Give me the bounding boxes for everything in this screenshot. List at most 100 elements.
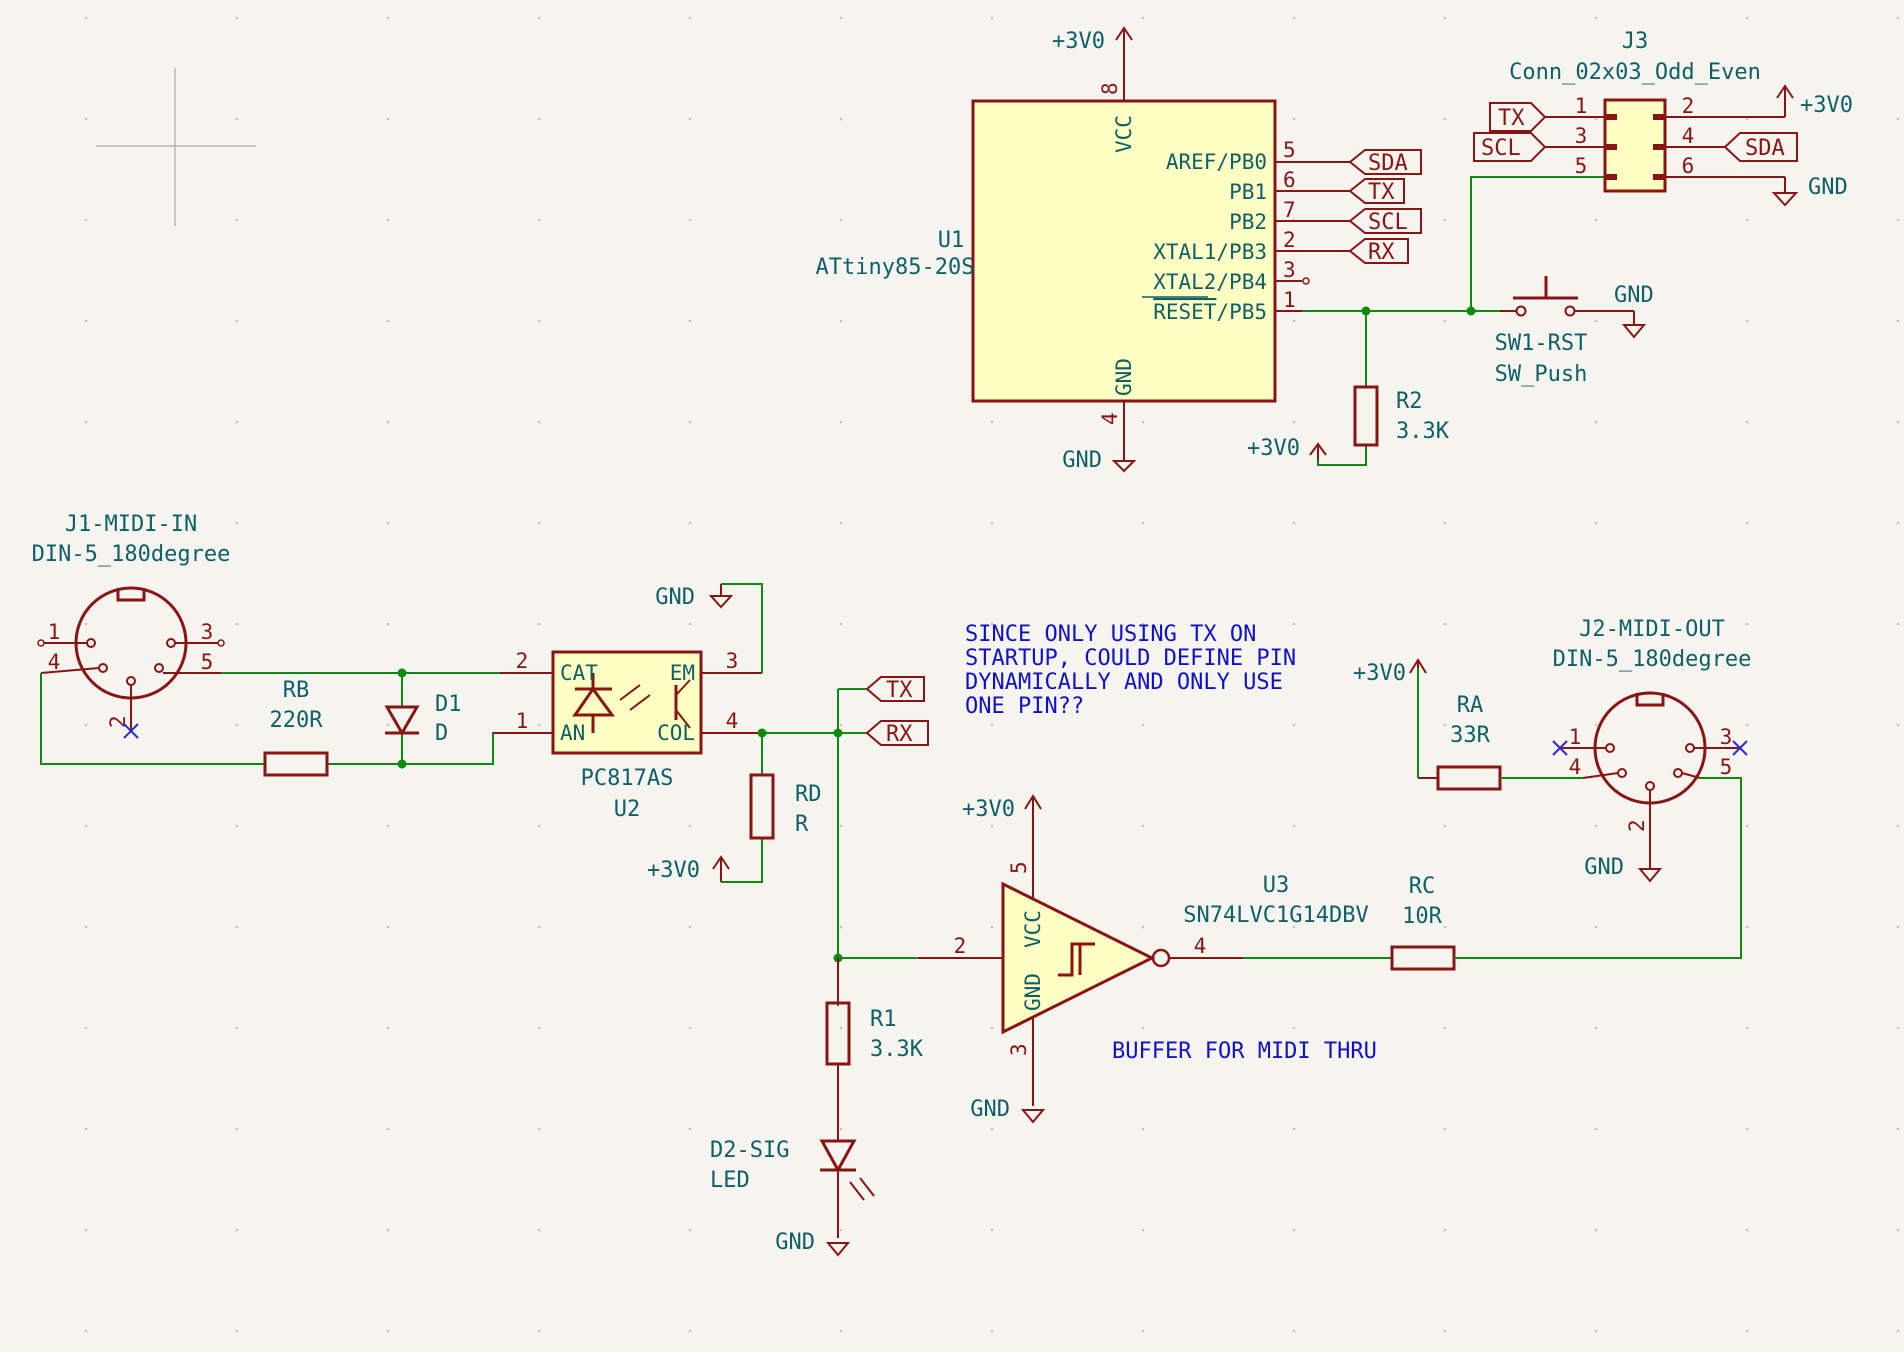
svg-text:2: 2: [516, 649, 529, 673]
u1-gnd-power: GND: [1062, 448, 1137, 473]
j2-gnd-power: GND: [1584, 855, 1663, 883]
sw1-reset-switch[interactable]: SW1-RST SW_Push: [1495, 276, 1634, 387]
svg-text:+3V0: +3V0: [1800, 93, 1853, 118]
svg-text:5: 5: [201, 650, 214, 674]
u1-pin-xtal2: XTAL2/PB4: [1153, 270, 1267, 294]
u3-gnd-power: GND: [970, 1097, 1046, 1124]
net-label-scl-u1[interactable]: SCL: [1348, 208, 1422, 235]
note-midi-thru: BUFFER FOR MIDI THRU: [1112, 1039, 1377, 1064]
midi-in-wires: [40, 668, 553, 769]
j3-vcc-power: +3V0: [1725, 84, 1853, 118]
svg-text:SDA: SDA: [1745, 136, 1785, 161]
u1-vcc-power: +3V0: [1052, 26, 1133, 56]
svg-text:5: 5: [1575, 154, 1588, 178]
u1-pinnum-2: 2: [1283, 228, 1296, 252]
net-label-tx-u1[interactable]: TX: [1348, 178, 1405, 205]
svg-text:2: 2: [954, 934, 967, 958]
net-label-sda-j3[interactable]: SDA: [1723, 132, 1798, 162]
net-label-tx-j3[interactable]: TX: [1489, 102, 1547, 132]
u1-pin-xtal1: XTAL1/PB3: [1153, 240, 1267, 264]
u1-pinnum-8: 8: [1098, 82, 1122, 95]
svg-text:STARTUP, COULD DEFINE PIN: STARTUP, COULD DEFINE PIN: [965, 646, 1296, 671]
svg-text:+3V0: +3V0: [962, 797, 1015, 822]
svg-text:RD: RD: [795, 782, 822, 807]
rc-resistor[interactable]: RC 10R: [1243, 777, 1742, 971]
svg-text:4: 4: [1682, 124, 1695, 148]
svg-text:J1-MIDI-IN: J1-MIDI-IN: [65, 512, 197, 537]
u1-pin-reset: RESET/PB5: [1153, 300, 1267, 324]
d1-diode[interactable]: D1 D: [384, 692, 462, 746]
svg-text:TX: TX: [1368, 180, 1395, 205]
net-label-scl-j3[interactable]: SCL: [1473, 132, 1547, 162]
svg-text:3: 3: [1720, 725, 1733, 749]
j1-midi-in-connector[interactable]: J1-MIDI-IN DIN-5_180degree 1 4 2 3 5: [32, 512, 231, 731]
svg-text:4: 4: [48, 650, 61, 674]
d2-gnd-power: GND: [775, 1230, 851, 1257]
u1-gnd-label: GND: [1062, 448, 1102, 473]
svg-text:3: 3: [201, 620, 214, 644]
svg-text:ONE PIN??: ONE PIN??: [965, 694, 1084, 719]
net-label-sda-u1[interactable]: SDA: [1348, 149, 1422, 176]
u3-vcc-power: +3V0: [962, 794, 1042, 822]
u1-pinnum-1: 1: [1283, 288, 1296, 312]
svg-text:LED: LED: [710, 1168, 750, 1193]
svg-text:Conn_02x03_Odd_Even: Conn_02x03_Odd_Even: [1509, 60, 1761, 85]
svg-text:+3V0: +3V0: [1247, 436, 1300, 461]
svg-text:3.3K: 3.3K: [870, 1037, 924, 1062]
svg-text:AN: AN: [560, 721, 585, 745]
svg-text:33R: 33R: [1450, 723, 1490, 748]
svg-text:1: 1: [516, 709, 529, 733]
j3-connector[interactable]: J3 Conn_02x03_Odd_Even 1 3 5 2 4 6: [1509, 29, 1785, 193]
net-label-rx-col[interactable]: RX: [865, 720, 929, 747]
svg-text:U3: U3: [1263, 873, 1290, 898]
svg-text:D1: D1: [435, 692, 462, 717]
svg-text:GND: GND: [775, 1230, 815, 1255]
u1-pinnum-3: 3: [1283, 258, 1296, 282]
u1-pinnum-5: 5: [1283, 138, 1296, 162]
u2-pc817-optocoupler[interactable]: CAT AN EM COL 2 1 3 4 PC817AS U2: [493, 649, 762, 822]
svg-text:TX: TX: [886, 678, 913, 703]
svg-text:R: R: [795, 812, 809, 837]
rb-resistor[interactable]: RB 220R: [263, 678, 329, 777]
u1-pin-pb1: PB1: [1229, 180, 1267, 204]
svg-text:RX: RX: [886, 722, 913, 747]
svg-text:GND: GND: [1584, 855, 1624, 880]
svg-text:J2-MIDI-OUT: J2-MIDI-OUT: [1579, 617, 1725, 642]
svg-text:GND: GND: [1808, 175, 1848, 200]
svg-text:+3V0: +3V0: [647, 858, 700, 883]
net-label-rx-u1[interactable]: RX: [1348, 238, 1409, 265]
u1-pinnum-4: 4: [1098, 412, 1122, 425]
u1-pin-gnd: GND: [1112, 358, 1136, 396]
u3-schmitt-buffer[interactable]: VCC GND 5 2 3 4 U3 SN74LVC1G14DBV: [918, 796, 1369, 1106]
cursor-crosshair: [96, 68, 256, 226]
net-label-tx-col[interactable]: TX: [865, 676, 925, 703]
svg-text:3: 3: [726, 649, 739, 673]
svg-text:D: D: [435, 721, 448, 746]
rd-power: +3V0: [647, 855, 730, 883]
svg-text:2: 2: [1625, 819, 1649, 832]
svg-text:PC817AS: PC817AS: [581, 766, 674, 791]
svg-text:GND: GND: [655, 585, 695, 610]
j1-pin2-no-connect: [123, 723, 139, 739]
svg-text:5: 5: [1720, 755, 1733, 779]
svg-text:CAT: CAT: [560, 661, 598, 685]
d2-signal-led[interactable]: D2-SIG LED: [710, 1110, 875, 1238]
rd-resistor[interactable]: RD R: [749, 773, 822, 840]
svg-text:R2: R2: [1396, 389, 1423, 414]
j2-midi-out-connector[interactable]: J2-MIDI-OUT DIN-5_180degree 1 4 2 3 5: [1553, 617, 1752, 860]
svg-text:DYNAMICALLY AND ONLY USE: DYNAMICALLY AND ONLY USE: [965, 670, 1283, 695]
r1-resistor[interactable]: R1 3.3K: [825, 958, 924, 1110]
svg-text:SCL: SCL: [1481, 136, 1521, 161]
svg-text:220R: 220R: [270, 708, 324, 733]
ra-resistor[interactable]: RA 33R: [1409, 658, 1583, 791]
svg-text:1: 1: [1575, 94, 1588, 118]
sw1-gnd-power: GND: [1614, 283, 1654, 339]
svg-text:DIN-5_180degree: DIN-5_180degree: [32, 542, 231, 567]
r2-resistor[interactable]: R2 3.3K: [1353, 385, 1450, 447]
grid-dots: [84, 16, 1900, 1333]
svg-text:TX: TX: [1498, 106, 1525, 131]
svg-text:J3: J3: [1622, 29, 1649, 54]
u1-attiny85[interactable]: U1 ATtiny85-20S AREF/PB0 PB1 PB2 XTAL1/P…: [816, 56, 1350, 451]
svg-text:3: 3: [1575, 124, 1588, 148]
